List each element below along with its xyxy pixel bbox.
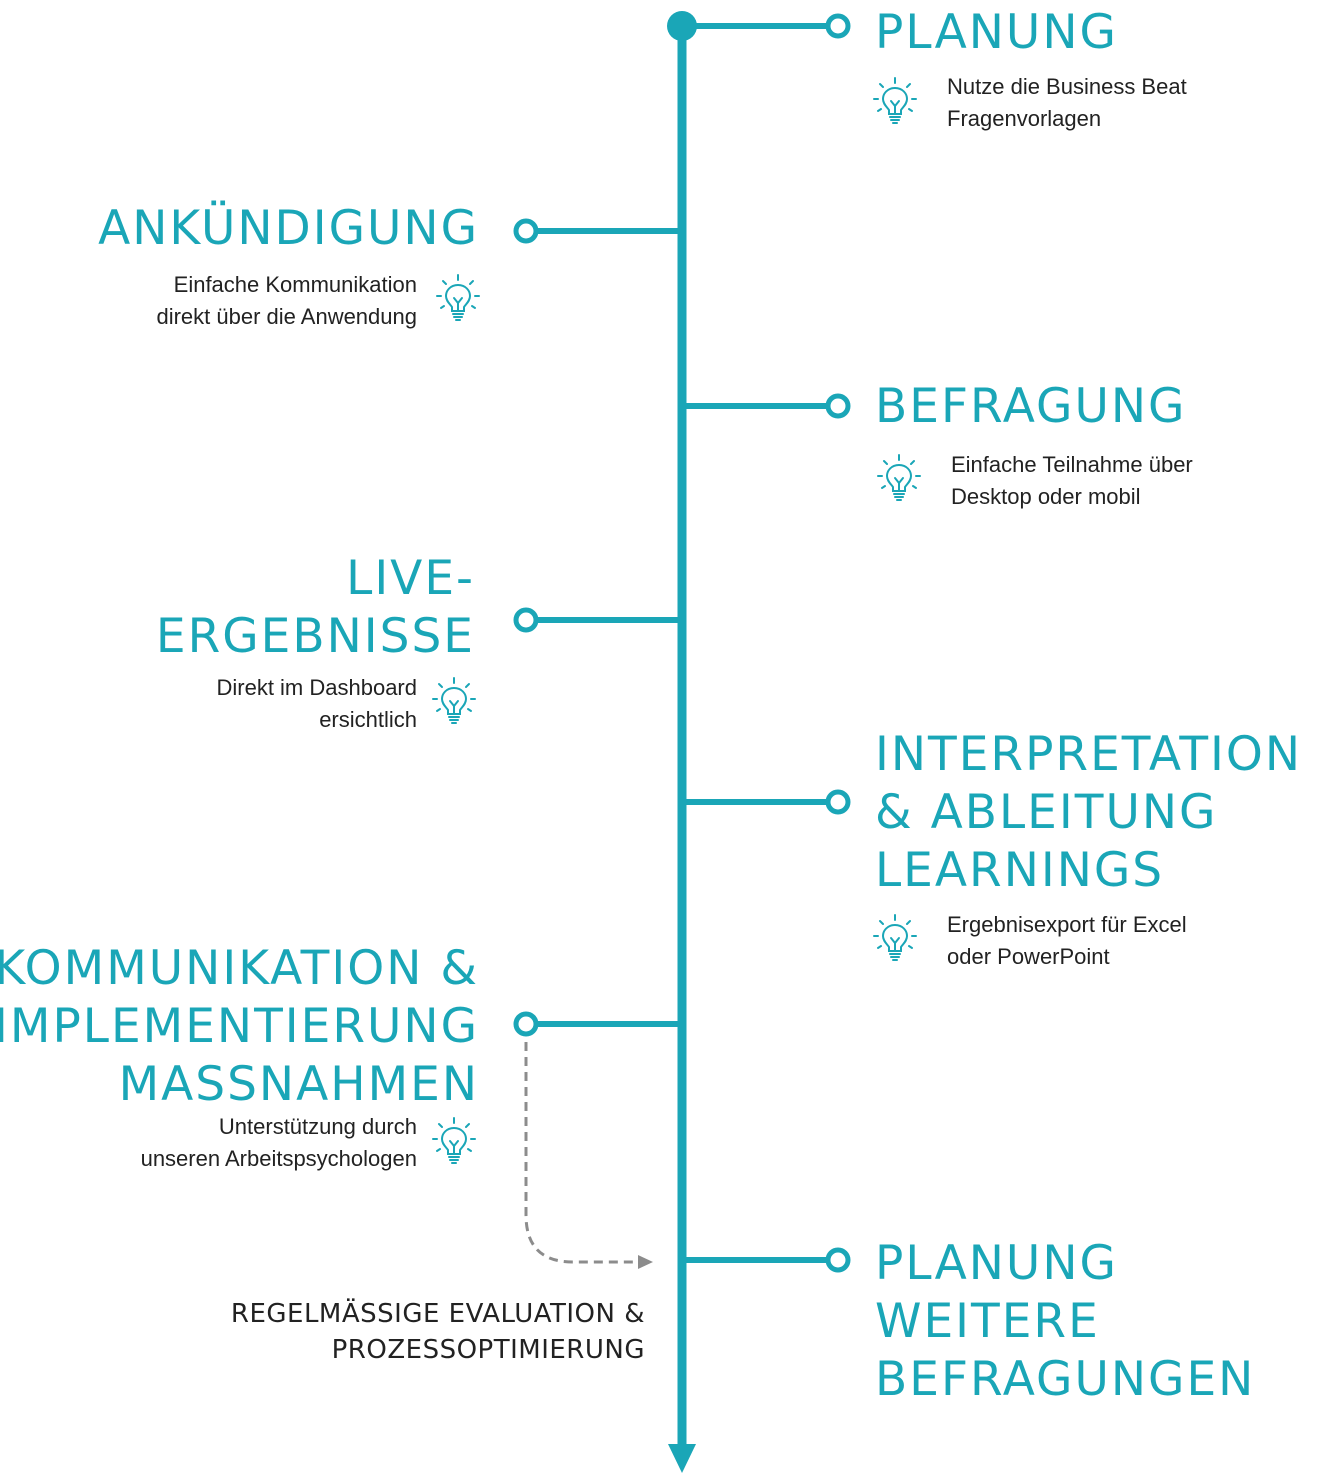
loop-note: REGELMÄSSIGE EVALUATION & PROZESSOPTIMIE… [230, 1299, 645, 1365]
lightbulb-icon [873, 914, 917, 961]
step-desc-kommunikation: Unterstützung durch unseren Arbeitspsych… [140, 1114, 417, 1171]
branch-ankuendigung [513, 218, 682, 244]
branch-befragung [682, 393, 851, 419]
branch-planung [682, 13, 851, 39]
lightbulb-icon [432, 1117, 476, 1164]
step-desc-live-ergebnisse: Direkt im Dashboard ersichtlich [216, 675, 417, 732]
branch-interpretation [682, 789, 851, 815]
step-desc-befragung: Einfache Teilnahme über Desktop oder mob… [951, 452, 1193, 509]
step-desc-ankuendigung: Einfache Kommunikation direkt über die A… [156, 272, 417, 329]
step-title-ankuendigung: ANKÜNDIGUNG [98, 201, 479, 256]
step-title-planung: PLANUNG [875, 5, 1118, 60]
step-desc-interpretation: Ergebnisexport für Excel oder PowerPoint [947, 912, 1187, 969]
step-title-kommunikation: KOMMUNIKATION & IMPLEMENTIERUNG MASSNAHM… [0, 941, 479, 1112]
lightbulb-icon [436, 274, 480, 321]
branch-planung-weitere [682, 1247, 851, 1273]
step-title-planung-weitere: PLANUNG WEITERE BEFRAGUNGEN [875, 1236, 1256, 1407]
step-title-interpretation: INTERPRETATION & ABLEITUNG LEARNINGS [875, 727, 1303, 898]
feedback-arrowhead [638, 1255, 653, 1269]
lightbulb-icon [873, 77, 917, 124]
step-title-live-ergebnisse: LIVE- ERGEBNISSE [155, 551, 475, 664]
timeline-arrowhead [668, 1444, 696, 1473]
lightbulb-icon [877, 454, 921, 501]
branch-kommunikation [513, 1011, 682, 1037]
feedback-dashed-arrow [524, 1042, 638, 1264]
lightbulb-icon [432, 677, 476, 724]
step-title-befragung: BEFRAGUNG [875, 379, 1187, 434]
step-desc-planung: Nutze die Business Beat Fragenvorlagen [947, 74, 1187, 131]
branch-live-ergebnisse [513, 607, 682, 633]
